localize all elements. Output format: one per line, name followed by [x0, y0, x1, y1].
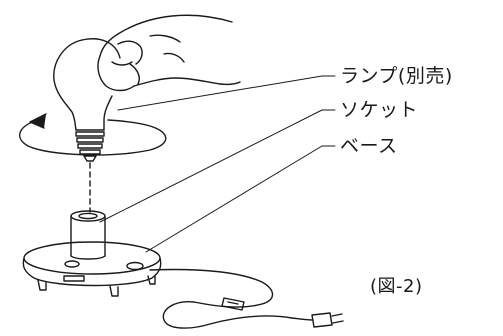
leader-line-base	[145, 145, 336, 253]
power-cord	[149, 268, 344, 329]
figure-caption: (図-2)	[370, 276, 423, 297]
label-socket: ソケット	[340, 99, 419, 121]
leader-line-socket	[99, 109, 336, 223]
socket-part	[70, 210, 106, 260]
rotation-arrow	[19, 113, 167, 156]
leader-line-lamp	[117, 75, 336, 111]
light-bulb	[53, 38, 121, 162]
leader-lines	[99, 75, 336, 253]
hand-illustration	[97, 14, 241, 92]
base-part	[22, 241, 162, 297]
label-base: ベース	[340, 135, 398, 157]
plug-icon	[311, 312, 333, 328]
label-lamp: ランプ(別売)	[340, 65, 453, 87]
cord-switch	[221, 297, 245, 311]
